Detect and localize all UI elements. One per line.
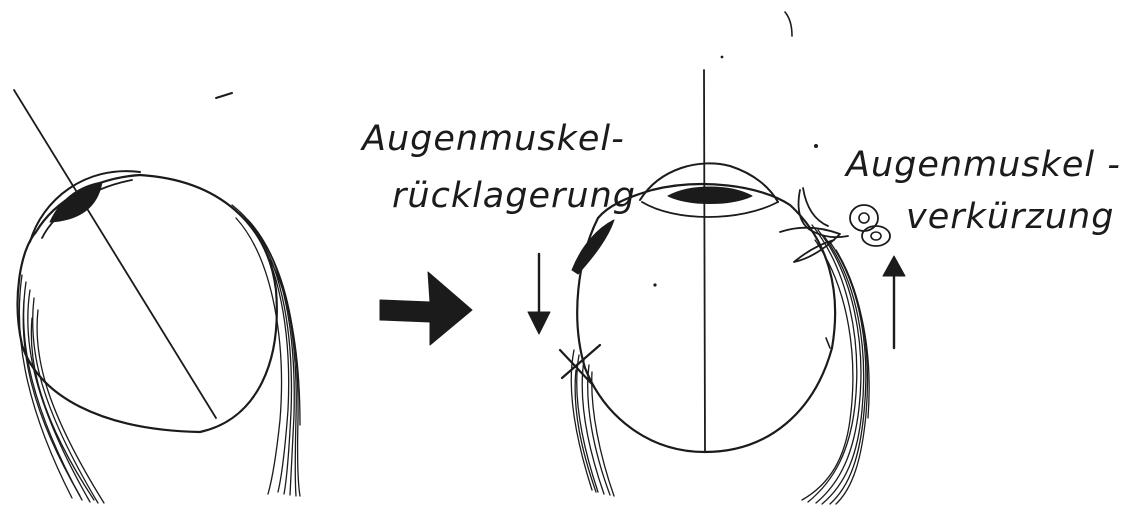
resection-label-line1: Augenmuskel - (844, 145, 1121, 185)
right-arrow-icon (380, 272, 472, 345)
stray-dot (814, 144, 818, 148)
visual-axis-right (704, 70, 705, 452)
stray-dot (653, 283, 656, 286)
visual-axis-left (14, 90, 216, 418)
scissors-icon (780, 188, 890, 262)
eye-before-surgery (14, 90, 300, 503)
stray-dot (721, 56, 724, 59)
muscle-right-inner (802, 225, 869, 504)
up-arrow-icon (883, 256, 905, 348)
stray-mark (785, 12, 792, 36)
muscle-left-inner (232, 205, 300, 496)
stray-mark (216, 93, 232, 98)
muscle-left-outer (19, 275, 104, 503)
cornea-inner-right (642, 202, 778, 217)
muscle-right-outer (571, 350, 614, 496)
resection-label-line2: verkürzung (906, 197, 1114, 237)
pupil-right (668, 187, 752, 204)
recession-label-line2: rücklagerung (392, 176, 636, 216)
eyeball-right (577, 184, 835, 452)
pupil-left (50, 182, 102, 222)
down-arrow-icon (528, 254, 550, 334)
recession-label-line1: Augenmuskel- (360, 119, 625, 159)
